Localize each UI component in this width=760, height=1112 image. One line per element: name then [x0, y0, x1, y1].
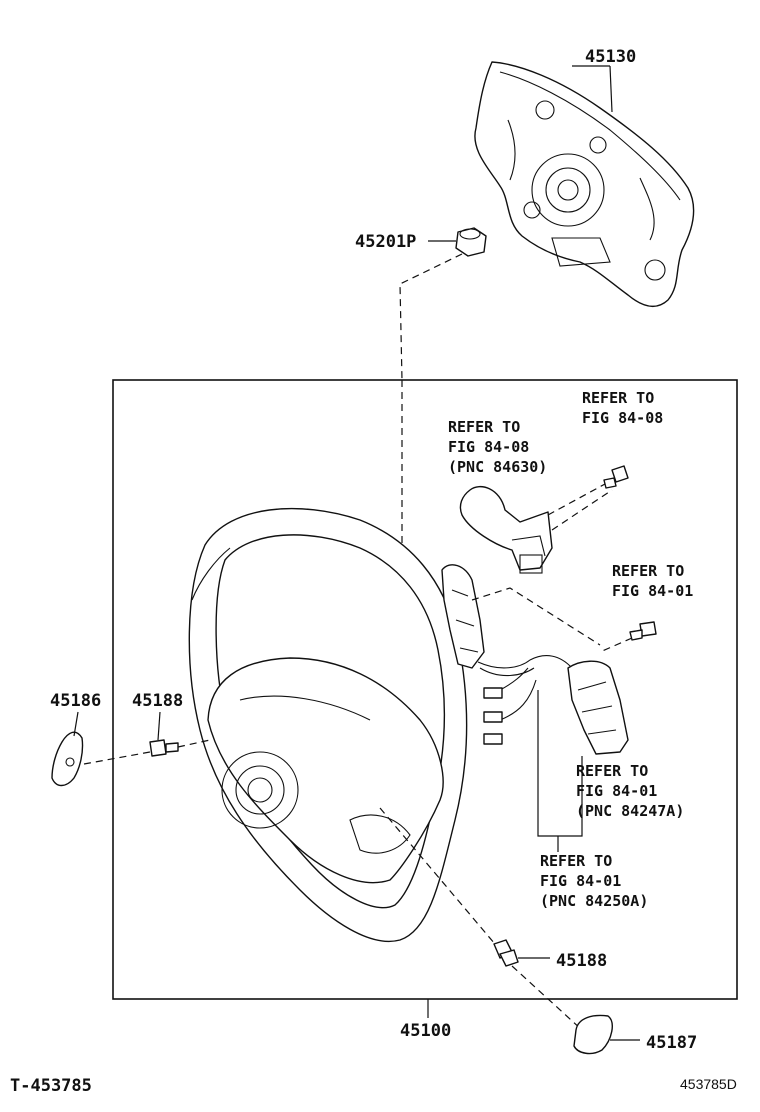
label-45201P: 45201P	[355, 232, 416, 252]
ref-top-screw-line1: REFER TO	[582, 389, 654, 407]
label-45100: 45100	[400, 1021, 451, 1041]
left-cover-part[interactable]	[51, 731, 84, 787]
airbag-pad-part[interactable]	[474, 61, 695, 308]
ref-84247A-line2: FIG 84-01	[576, 782, 657, 800]
ref-84250A-line3: (PNC 84250A)	[540, 892, 648, 910]
ref-84250A-line2: FIG 84-01	[540, 872, 621, 890]
steering-wheel-part[interactable]	[188, 507, 468, 942]
ref-84630-line2: FIG 84-08	[448, 438, 529, 456]
top-screw-part[interactable]	[603, 465, 629, 489]
label-45188-bottom: 45188	[556, 951, 607, 971]
ref-84247A-line3: (PNC 84247A)	[576, 802, 684, 820]
label-45130: 45130	[585, 47, 636, 67]
left-screw-part[interactable]	[149, 739, 179, 757]
ref-top-screw-line2: FIG 84-08	[582, 409, 663, 427]
ref-84630-line1: REFER TO	[448, 418, 520, 436]
left-switch-bracket-part[interactable]	[441, 564, 485, 669]
label-45188-left: 45188	[132, 691, 183, 711]
label-45186: 45186	[50, 691, 101, 711]
ref-84250A-line1: REFER TO	[540, 852, 612, 870]
right-switch-part[interactable]	[567, 660, 629, 755]
bottom-screw-part[interactable]	[493, 939, 519, 967]
assembly-frame	[112, 379, 738, 1000]
nut-part[interactable]	[455, 227, 487, 257]
ref-84630-line3: (PNC 84630)	[448, 458, 547, 476]
ref-84247A-line1: REFER TO	[576, 762, 648, 780]
paddle-switch-part[interactable]	[459, 485, 553, 574]
mid-screw-part[interactable]	[629, 621, 657, 641]
label-45187: 45187	[646, 1033, 697, 1053]
wire-harness-part[interactable]	[477, 655, 573, 745]
diagram-code-left: T-453785	[10, 1076, 92, 1096]
bottom-cover-part[interactable]	[573, 1014, 613, 1055]
ref-mid-screw-line2: FIG 84-01	[612, 582, 693, 600]
ref-mid-screw-line1: REFER TO	[612, 562, 684, 580]
diagram-code-right: 453785D	[680, 1076, 737, 1092]
